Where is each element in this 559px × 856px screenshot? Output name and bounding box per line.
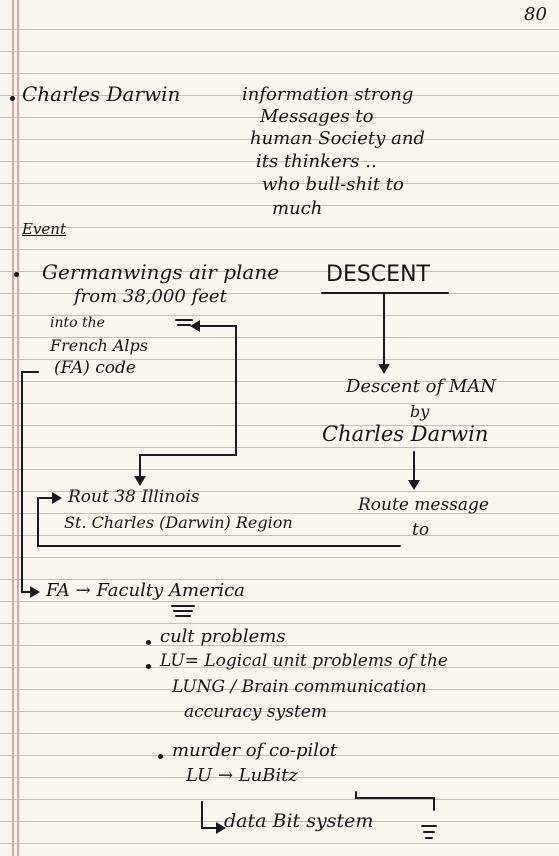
cult-problems: cult problems xyxy=(160,626,286,647)
line-info-3: human Society and xyxy=(250,128,425,149)
lu-logical-unit: LU= Logical unit problems of the xyxy=(160,651,448,671)
margin-line-right xyxy=(17,0,19,856)
descent-of-man: Descent of MAN xyxy=(346,376,497,397)
bullet xyxy=(146,640,151,645)
rout-38: Rout 38 Illinois xyxy=(68,487,200,507)
st-charles-region: St. Charles (Darwin) Region xyxy=(64,513,293,532)
line-gw-4: French Alps xyxy=(50,336,148,355)
bullet xyxy=(14,272,19,277)
line-gw-5: (FA) code xyxy=(54,358,136,378)
line-gw-3: into the xyxy=(50,315,105,331)
lung-brain: LUNG / Brain communication xyxy=(172,677,427,697)
bullet xyxy=(146,664,151,669)
descent-label: DESCENT xyxy=(326,262,430,287)
line-gw-2: from 38,000 feet xyxy=(74,286,227,307)
accuracy-system: accuracy system xyxy=(184,702,327,722)
line-info-5: who bull-shit to xyxy=(262,174,404,195)
murder-co-pilot: murder of co-pilot xyxy=(172,740,338,761)
fa-faculty-america: FA → Faculty America xyxy=(46,580,245,601)
bullet xyxy=(158,754,163,759)
by-label: by xyxy=(410,402,430,421)
line-info-1: information strong xyxy=(242,84,414,105)
charles-darwin: Charles Darwin xyxy=(322,422,489,446)
event-heading: Event xyxy=(22,220,66,238)
line-gw-1: Germanwings air plane xyxy=(42,260,280,284)
line-info-6: much xyxy=(272,198,323,219)
lu-lubitz: LU → LuBitz xyxy=(186,765,298,786)
line-info-4: its thinkers .. xyxy=(256,151,377,172)
bullet xyxy=(10,96,15,101)
page-number: 80 xyxy=(524,4,547,25)
route-message-to: to xyxy=(412,520,430,540)
data-bit-system: data Bit system xyxy=(224,810,374,832)
line-info-2: Messages to xyxy=(260,106,374,127)
line-darwin-name: Charles Darwin xyxy=(22,82,181,106)
route-message: Route message xyxy=(358,495,489,515)
margin-line-left xyxy=(12,0,14,856)
